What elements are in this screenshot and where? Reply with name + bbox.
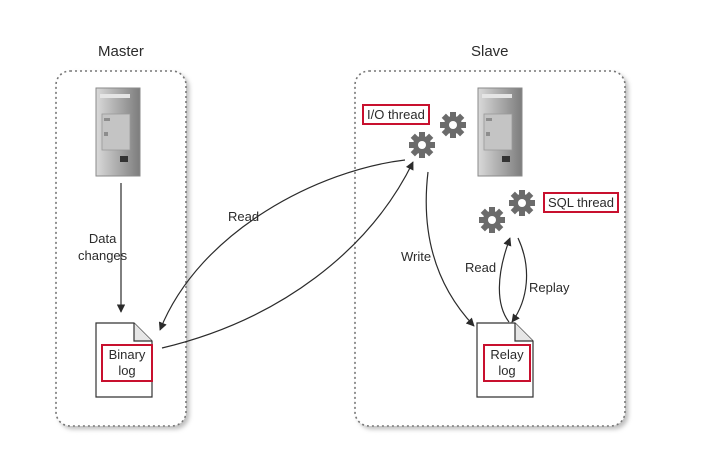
sql-thread-gear-icon <box>479 207 505 233</box>
read-label-master: Read <box>228 209 260 224</box>
replay-arrow <box>511 237 528 323</box>
read-response-arrow <box>161 161 414 349</box>
slave-server-icon <box>477 87 523 177</box>
sql-thread-label: SQL thread <box>543 192 620 213</box>
relay-log-line1: Relay <box>490 347 524 362</box>
master-server-icon <box>95 87 141 177</box>
read-request-arrow <box>158 159 406 331</box>
slave-title: Slave <box>471 43 509 60</box>
master-title: Master <box>98 43 144 60</box>
io-thread-label: I/O thread <box>362 104 430 125</box>
binary-log-label: Binary log <box>101 344 153 382</box>
read-label-slave: Read <box>465 260 497 275</box>
relay-log-line2: log <box>498 363 516 378</box>
data-changes-line2: changes <box>78 248 128 263</box>
io-thread-gear-icon-2 <box>440 112 466 138</box>
data-changes-label: Data changes <box>78 230 127 264</box>
data-changes-line1: Data <box>88 231 117 246</box>
replay-label: Replay <box>529 280 570 295</box>
binary-log-line2: log <box>118 363 136 378</box>
slave-panel <box>354 70 626 427</box>
write-label: Write <box>401 249 432 264</box>
io-thread-gear-icon <box>409 132 435 158</box>
binary-log-line1: Binary <box>108 347 146 362</box>
write-arrow <box>425 171 475 327</box>
sql-thread-gear-icon-2 <box>509 190 535 216</box>
relay-log-label: Relay log <box>483 344 531 382</box>
relay-read-arrow <box>498 237 512 323</box>
